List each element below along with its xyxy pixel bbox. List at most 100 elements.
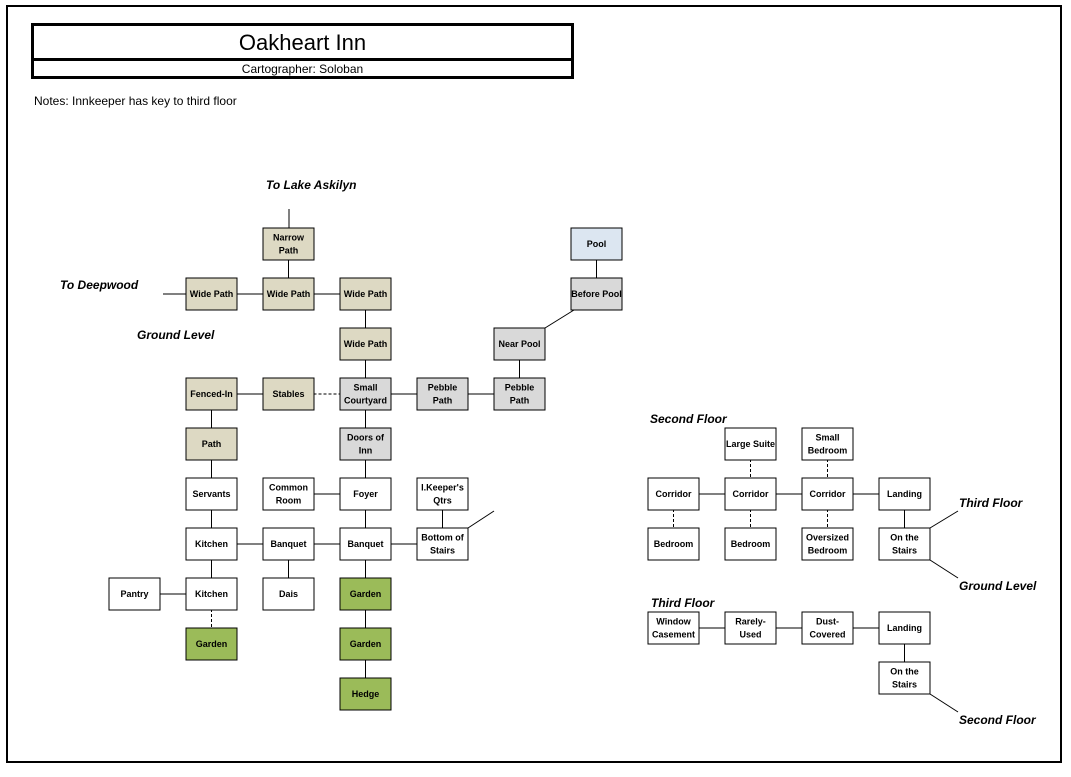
room-box (878, 661, 931, 695)
room-box (108, 577, 161, 611)
room-garden-2[interactable]: Garden (339, 577, 392, 611)
room-label: Pebble (428, 383, 458, 393)
map-label-third-floor: Third Floor (651, 596, 716, 610)
room-wide-path-4[interactable]: Wide Path (339, 327, 392, 361)
room-foyer[interactable]: Foyer (339, 477, 392, 511)
room-fenced-in[interactable]: Fenced-In (185, 377, 238, 411)
room-box (878, 527, 931, 561)
room-label: Stairs (892, 680, 917, 690)
room-rarely-used[interactable]: Rarely-Used (724, 611, 777, 645)
room-label: Landing (887, 489, 922, 499)
room-stables[interactable]: Stables (262, 377, 315, 411)
room-label: Banquet (271, 539, 307, 549)
room-banquet-1[interactable]: Banquet (262, 527, 315, 561)
room-box (339, 577, 392, 611)
room-label: Corridor (656, 489, 692, 499)
room-box (185, 627, 238, 661)
room-landing-2f[interactable]: Landing (878, 477, 931, 511)
room-box (724, 527, 777, 561)
room-label: Room (276, 496, 302, 506)
room-box (724, 477, 777, 511)
room-corridor-1[interactable]: Corridor (647, 477, 700, 511)
room-pool[interactable]: Pool (570, 227, 623, 261)
room-label: Dais (279, 589, 298, 599)
line-stairs-up (467, 510, 495, 529)
room-path[interactable]: Path (185, 427, 238, 461)
map-label-to-deepwood: To Deepwood (60, 278, 139, 292)
room-label: Bedroom (731, 539, 771, 549)
room-label: Path (433, 396, 453, 406)
room-wide-path-3[interactable]: Wide Path (339, 277, 392, 311)
room-bedroom-1[interactable]: Bedroom (647, 527, 700, 561)
map-label-second-floor-bottom: Second Floor (959, 713, 1037, 727)
room-near-pool[interactable]: Near Pool (493, 327, 546, 361)
room-box (801, 427, 854, 461)
room-box (339, 627, 392, 661)
room-label: Rarely- (735, 617, 766, 627)
room-kitchen-1[interactable]: Kitchen (185, 527, 238, 561)
room-label: Oversized (806, 533, 849, 543)
room-box (416, 527, 469, 561)
room-pantry[interactable]: Pantry (108, 577, 161, 611)
room-large-suite[interactable]: Large Suite (724, 427, 777, 461)
room-label: Path (202, 439, 222, 449)
room-label: Pantry (120, 589, 148, 599)
room-garden-3[interactable]: Garden (339, 627, 392, 661)
room-label: Fenced-In (190, 389, 233, 399)
map-title: Oakheart Inn (31, 23, 574, 62)
map-label-to-lake-askilyn: To Lake Askilyn (266, 178, 356, 192)
map-notes: Notes: Innkeeper has key to third floor (34, 94, 237, 108)
room-label: Courtyard (344, 396, 387, 406)
line-near-pool-before-pool (544, 309, 575, 329)
room-corridor-2[interactable]: Corridor (724, 477, 777, 511)
room-wide-path-2[interactable]: Wide Path (262, 277, 315, 311)
room-box (878, 611, 931, 645)
map-label-ground-level: Ground Level (137, 328, 215, 342)
room-hedge[interactable]: Hedge (339, 677, 392, 711)
room-label: Wide Path (344, 289, 387, 299)
room-kitchen-2[interactable]: Kitchen (185, 577, 238, 611)
line-to-second-floor (929, 693, 959, 713)
room-box (185, 427, 238, 461)
cartographer-credit: Cartographer: Soloban (31, 58, 574, 79)
room-corridor-3[interactable]: Corridor (801, 477, 854, 511)
room-label: Landing (887, 623, 922, 633)
room-label: Path (510, 396, 530, 406)
room-bedroom-2[interactable]: Bedroom (724, 527, 777, 561)
room-label: Bottom of (421, 533, 464, 543)
room-box (339, 277, 392, 311)
room-box (339, 327, 392, 361)
room-dais[interactable]: Dais (262, 577, 315, 611)
room-box (185, 527, 238, 561)
room-label: Before Pool (571, 289, 622, 299)
room-label: Path (279, 246, 299, 256)
room-box (647, 477, 700, 511)
room-wide-path-1[interactable]: Wide Path (185, 277, 238, 311)
room-box (262, 227, 315, 261)
room-box (339, 427, 392, 461)
room-banquet-2[interactable]: Banquet (339, 527, 392, 561)
room-label: Pool (587, 239, 607, 249)
room-garden-1[interactable]: Garden (185, 627, 238, 661)
room-dust-covered[interactable]: Dust-Covered (801, 611, 854, 645)
room-box (647, 527, 700, 561)
room-servants[interactable]: Servants (185, 477, 238, 511)
room-box (416, 377, 469, 411)
room-landing-3f[interactable]: Landing (878, 611, 931, 645)
room-box (262, 277, 315, 311)
room-before-pool[interactable]: Before Pool (570, 277, 623, 311)
room-label: Banquet (348, 539, 384, 549)
